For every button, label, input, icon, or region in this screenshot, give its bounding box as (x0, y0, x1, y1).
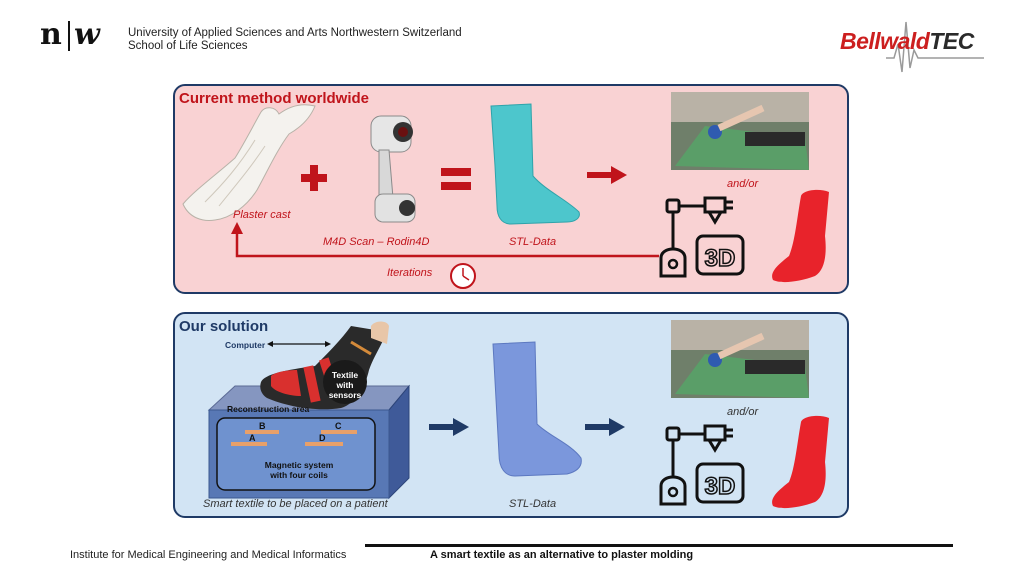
current-method-title: Current method worldwide (179, 90, 370, 107)
stl-scan-foot-icon (490, 103, 580, 225)
scanner-icon (370, 115, 416, 223)
stl-model-foot-icon (492, 341, 582, 477)
plus-icon (301, 165, 327, 191)
institution-name: University of Applied Sciences and Arts … (128, 27, 462, 53)
clock-icon (450, 263, 476, 289)
coil-label-a: A (249, 433, 256, 443)
coils-group (231, 430, 357, 446)
footer-slide-title: A smart textile as an alternative to pla… (430, 549, 694, 561)
institution-line-1: University of Applied Sciences and Arts … (128, 27, 462, 39)
scanner-label: M4D Scan – Rodin4D (323, 236, 430, 248)
computer-connection-arrow (267, 341, 331, 347)
reconstruction-box-icon (207, 384, 411, 500)
current-method-panel: Current method worldwide (173, 84, 849, 294)
our-solution-title: Our solution (179, 318, 269, 335)
logo-letter-n: n (40, 17, 62, 52)
magnetic-label-line-2: with four coils (270, 470, 328, 480)
our-solution-panel: Our solution (173, 312, 849, 518)
bellwald-wordmark: BellwaldTEC (840, 28, 974, 55)
iteration-arrow (231, 222, 659, 258)
magnetic-system-label: Magnetic system with four coils (239, 460, 359, 480)
arrow-right-icon (587, 166, 627, 184)
iterations-label: Iterations (387, 267, 433, 279)
logo-letter-w: w (74, 17, 100, 52)
and-or-label: and/or (727, 178, 759, 190)
our-solution-graphics: 3D (207, 320, 829, 509)
coil-label-b: B (259, 421, 266, 431)
smart-textile-label: Smart textile to be placed on a patient (203, 498, 388, 510)
footer-institute: Institute for Medical Engineering and Me… (70, 549, 347, 561)
coil-label-c: C (335, 421, 342, 431)
bellwald-wordmark-part1: Bellwald (840, 28, 930, 54)
computer-label: Computer (225, 340, 266, 350)
3d-printer-icon-2: 3D (659, 424, 745, 506)
plaster-cast-label: Plaster cast (233, 209, 291, 221)
printed-orthosis-icon-2 (772, 415, 829, 509)
reconstruction-area-label: Reconstruction area (227, 404, 310, 414)
bellwald-wordmark-part2: TEC (929, 28, 974, 54)
coil-label-d: D (319, 433, 326, 443)
arrow-right-icon-1 (429, 418, 469, 436)
orthosis-manufacturing-photo (671, 92, 809, 170)
bellwald-tec-logo: BellwaldTEC (838, 14, 988, 76)
textile-foot-icon (260, 321, 389, 410)
textile-label-line-2: sensors (328, 390, 362, 400)
plaster-cast-icon (182, 104, 316, 221)
stl-data-label: STL-Data (509, 236, 557, 248)
textile-sensors-label: Textile with sensors (325, 370, 365, 400)
stl-data-label-2: STL-Data (509, 498, 557, 510)
footer-divider (365, 544, 953, 547)
textile-label-line-1: Textile with (331, 370, 359, 390)
printed-orthosis-icon (772, 189, 829, 283)
logo-divider (68, 21, 70, 51)
arrow-right-icon-2 (585, 418, 625, 436)
and-or-label-2: and/or (727, 406, 759, 418)
printer-3d-text-2: 3D (705, 473, 736, 500)
printer-3d-text: 3D (705, 245, 736, 272)
institution-line-2: School of Life Sciences (128, 40, 248, 52)
orthosis-manufacturing-photo-2 (671, 320, 809, 398)
ecg-line-icon (886, 21, 984, 73)
3d-printer-icon: 3D (659, 196, 745, 278)
magnetic-label-line-1: Magnetic system (264, 460, 334, 470)
current-method-graphics: 3D (182, 92, 829, 289)
equals-icon (441, 168, 471, 190)
